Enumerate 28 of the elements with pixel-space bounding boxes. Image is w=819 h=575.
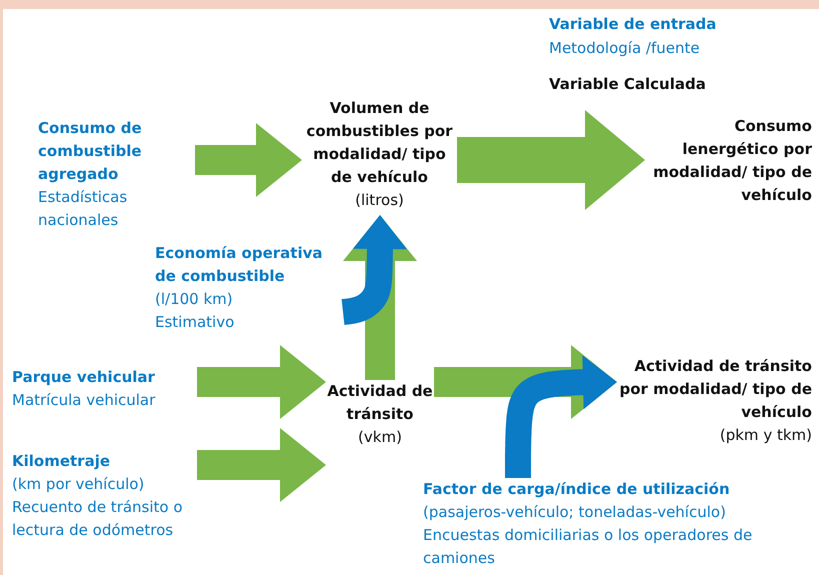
variable-name: Volumen de combustibles por modalidad/ tipo de vehículo bbox=[305, 98, 454, 188]
arrow bbox=[457, 110, 645, 210]
variable-detail: Estimativo bbox=[155, 312, 236, 333]
variable-name: Actividad de tránsito por modalidad/ tipo de vehículo bbox=[618, 356, 812, 423]
variable-detail: (litros) bbox=[354, 190, 405, 211]
variable-name: Kilometraje bbox=[12, 451, 112, 472]
variable-detail: Estadísticas nacionales bbox=[38, 187, 128, 231]
variable-name: Consumo de combustible agregado bbox=[38, 118, 143, 185]
key-text: Variable de entrada bbox=[549, 14, 716, 35]
arrow bbox=[342, 215, 407, 325]
variable-detail: (vkm) bbox=[357, 427, 403, 448]
variable-name: Parque vehicular bbox=[12, 367, 156, 388]
arrow bbox=[197, 345, 326, 419]
variable-detail: (l/100 km) bbox=[155, 289, 234, 310]
variable-detail: Recuento de tránsito o lectura de odómetros bbox=[12, 497, 184, 541]
variable-name: Consumo lenergético por modalidad/ tipo de vehículo bbox=[652, 116, 812, 206]
variable-detail: Matrícula vehicular bbox=[12, 390, 156, 411]
key-text: Metodología /fuente bbox=[549, 38, 700, 59]
arrow bbox=[195, 123, 302, 197]
variable-name: Economía operativa de combustible bbox=[155, 243, 324, 287]
variable-detail: Encuestas domiciliarias o los operadores de camiones bbox=[423, 525, 754, 569]
variable-name: Actividad de tránsito bbox=[326, 381, 434, 425]
variable-detail: (pkm y tkm) bbox=[718, 425, 812, 446]
variable-detail: (pasajeros-vehículo; toneladas-vehículo) bbox=[423, 502, 727, 523]
variable-name: Factor de carga/índice de utilización bbox=[423, 479, 731, 500]
variable-detail: (km por vehículo) bbox=[12, 474, 146, 495]
arrow bbox=[197, 428, 326, 502]
key-text: Variable Calculada bbox=[549, 74, 706, 95]
